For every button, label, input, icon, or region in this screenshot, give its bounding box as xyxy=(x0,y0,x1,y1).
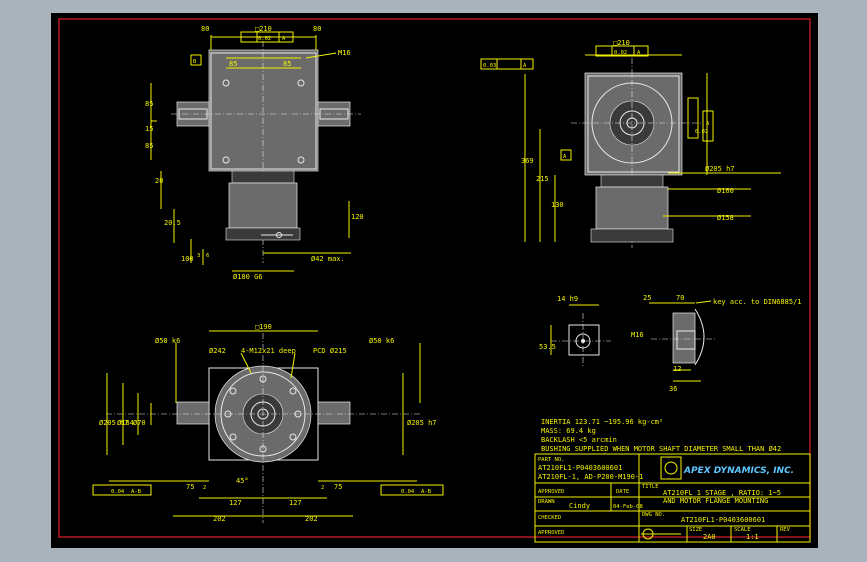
tb-title-1: AT210FL 1 STAGE , RATIO: 1~5 xyxy=(663,489,781,497)
dim-shaft-53-5: 53.5 xyxy=(539,343,556,351)
dim-tl-6: 6 xyxy=(206,253,209,259)
dim-tr-tol3: 0.02 xyxy=(695,129,708,135)
title-block xyxy=(534,453,811,543)
tb-title-label: TITLE xyxy=(642,484,659,490)
dim-tr-datum: A xyxy=(523,63,527,69)
dim-br-202: 202 xyxy=(305,515,318,523)
dim-tl-d42: Ø42 max. xyxy=(311,255,345,263)
dim-bl-d50: Ø50 k6 xyxy=(155,337,180,345)
dim-bl-tol: 0.04 xyxy=(111,489,125,495)
shaft-detail xyxy=(550,300,716,382)
dim-tl-15: 15 xyxy=(145,125,153,133)
dim-tl-20: 20 xyxy=(155,177,163,185)
tb-dwg-no: AT210FL1-P0403600601 xyxy=(681,516,765,524)
dim-tr-datum2: A xyxy=(637,50,641,56)
dim-tr-square210: □210 xyxy=(613,39,630,47)
dim-bl-square190: □190 xyxy=(255,323,272,331)
dim-bl-datum: A-B xyxy=(131,489,142,495)
dim-shaft-m16: M16 xyxy=(631,331,644,339)
dim-br-datum: A-B xyxy=(421,489,432,495)
dim-tr-datum-a: A xyxy=(563,154,567,160)
dim-tl-m16: M16 xyxy=(338,49,351,57)
dim-tr-369: 369 xyxy=(521,157,534,165)
dim-tl-85a: 85 xyxy=(229,60,237,68)
drawing-border xyxy=(58,18,811,538)
dim-shaft-12: 12 xyxy=(673,365,681,373)
spec-mass: MASS: 69.4 kg xyxy=(541,427,596,435)
dim-br-tol: 0.04 xyxy=(401,489,415,495)
tb-rev-label: REV xyxy=(780,527,791,533)
dim-bl-pcd: PCD Ø215 xyxy=(313,347,347,355)
dim-tl-85b: 85 xyxy=(283,60,291,68)
dim-tl-100: 100 xyxy=(181,255,194,263)
dim-bl-d184: Ø184 xyxy=(117,419,134,427)
tb-size-label: SIZE xyxy=(689,527,702,533)
tb-approved-label: APPROVED xyxy=(538,489,565,495)
dim-tl-85d: 85 xyxy=(145,142,153,150)
tb-size: 2A0 xyxy=(703,533,716,541)
tb-part-no-label: PART NO. xyxy=(538,457,565,463)
dim-tl-80a: 80 xyxy=(201,25,209,33)
dim-bl-75: 75 xyxy=(186,483,194,491)
dim-br-d50: Ø50 k6 xyxy=(369,337,394,345)
tb-dwg-no-label: DWG NO. xyxy=(642,512,665,518)
dim-tl-datum-b: B xyxy=(193,59,197,65)
tb-drawn-by: Cindy xyxy=(569,502,590,510)
dim-tr-tol2: 0.02 xyxy=(614,50,627,56)
tb-checked-label: CHECKED xyxy=(538,515,561,521)
tb-part-no-1: AT210FL1-P0403600601 xyxy=(538,464,622,472)
dim-tl-square210: □210 xyxy=(255,25,272,33)
dim-tl-20-5: 20.5 xyxy=(164,219,181,227)
dim-br-127: 127 xyxy=(289,499,302,507)
dim-shaft-key: key acc. to DIN6885/1 xyxy=(713,298,802,306)
dim-bl-d70: Ø70 xyxy=(133,419,146,427)
dim-tr-datum3: A xyxy=(706,121,710,127)
dim-tl-tol: 0.02 xyxy=(258,36,271,42)
dim-br-75: 75 xyxy=(334,483,342,491)
dim-tr-130: 130 xyxy=(551,201,564,209)
top-right-view xyxy=(480,45,781,248)
dim-bl-2: 2 xyxy=(203,485,206,491)
dim-tl-80b: 80 xyxy=(313,25,321,33)
tb-drawn-date: 04-Feb-08 xyxy=(613,504,643,510)
cad-drawing: 80 □210 80 0.02 A B 85 85 M16 15 85 85 2… xyxy=(58,18,811,543)
top-left-view xyxy=(150,31,361,272)
dim-br-2: 2 xyxy=(321,485,324,491)
bottom-left-view xyxy=(92,330,444,523)
tb-date-label: DATE xyxy=(616,489,629,495)
dim-tl-d180: Ø180 G6 xyxy=(233,273,263,281)
dim-br-d205: Ø205 h7 xyxy=(407,419,437,427)
dim-tl-3: 3 xyxy=(197,253,200,259)
tb-scale: 1:1 xyxy=(746,533,759,541)
dim-tl-85c: 85 xyxy=(145,100,153,108)
tb-company: APEX DYNAMICS, INC. xyxy=(683,466,794,476)
spec-backlash: BACKLASH <5 arcmin xyxy=(541,436,617,444)
dim-shaft-36: 36 xyxy=(669,385,677,393)
spec-bushing: BUSHING SUPPLIED WHEN MOTOR SHAFT DIAMET… xyxy=(541,445,781,453)
dim-bl-d242: Ø242 xyxy=(209,347,226,355)
dim-tl-120: 120 xyxy=(351,213,364,221)
tb-part-no-2: AT210FL-1, AD-P200-M190-1 xyxy=(538,473,643,481)
tb-title-2: AND MOTOR FLANGE MOUNTING xyxy=(663,497,768,505)
dim-bl-127: 127 xyxy=(229,499,242,507)
tb-scale-label: SCALE xyxy=(734,527,751,533)
dim-bl-202: 202 xyxy=(213,515,226,523)
dim-tr-d205: Ø205 h7 xyxy=(705,165,735,173)
drawing-canvas: 80 □210 80 0.02 A B 85 85 M16 15 85 85 2… xyxy=(51,13,818,548)
spec-inertia: INERTIA 123.71 ~195.96 kg-cm² xyxy=(541,418,663,426)
dim-bl-m12: 4-M12x21 deep xyxy=(241,347,296,355)
dim-tr-215: 215 xyxy=(536,175,549,183)
dim-tl-datum: A xyxy=(282,36,286,42)
dim-shaft-25: 25 xyxy=(643,294,651,302)
dim-tr-d160: Ø160 xyxy=(717,187,734,195)
tb-drawn-label: DRAWN xyxy=(538,499,555,505)
dim-tr-d158: Ø158 xyxy=(717,214,734,222)
dim-shaft-70: 70 xyxy=(676,294,684,302)
dim-bl-45deg: 45° xyxy=(236,477,249,485)
dim-tr-tol: 0.03 xyxy=(483,63,496,69)
tb-approved2-label: APPROVED xyxy=(538,530,565,536)
dim-shaft-14h9: 14 h9 xyxy=(557,295,578,303)
dim-bl-d205: Ø205 h7 xyxy=(99,419,129,427)
